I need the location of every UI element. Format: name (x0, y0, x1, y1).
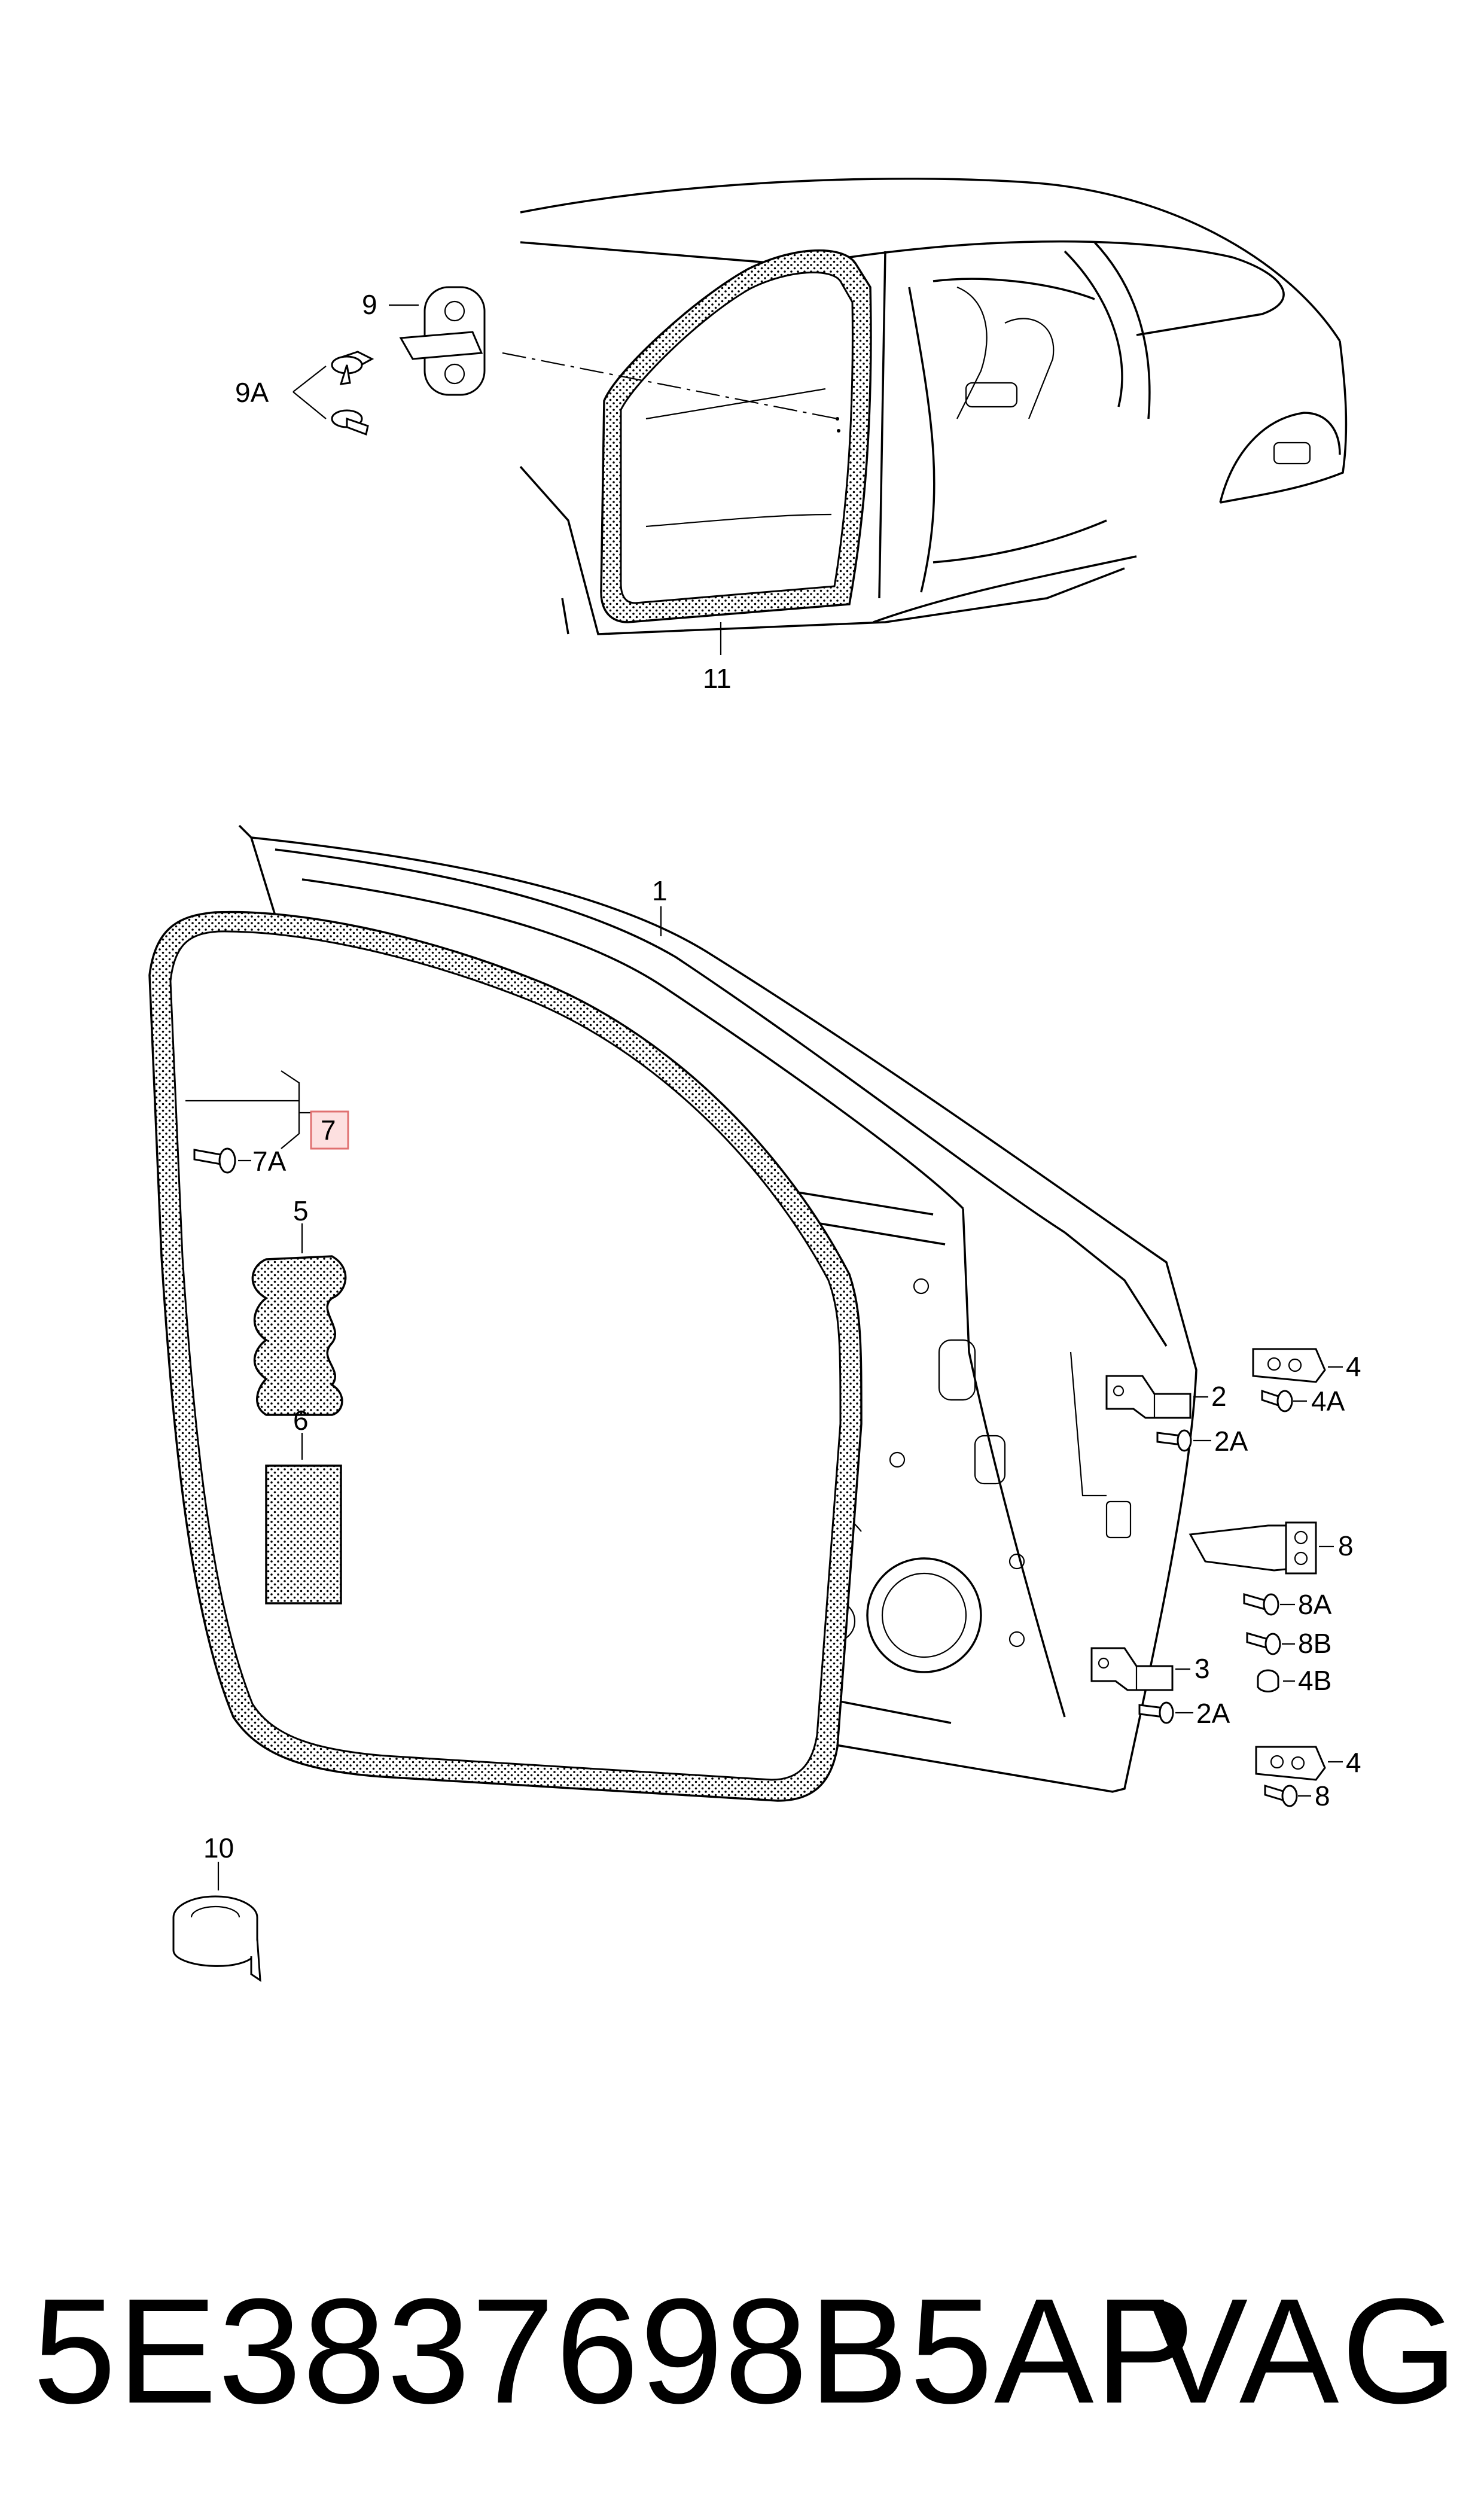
label-5: 5 (293, 1195, 309, 1226)
item-7-bracket (185, 1070, 349, 1150)
screw-7a (193, 1147, 251, 1174)
door-striker-plate (389, 286, 486, 396)
label-8b: 8B (1298, 1628, 1331, 1659)
pad-6 (265, 1433, 342, 1604)
label-8-top: 8 (1338, 1530, 1354, 1561)
label-8-bottom: 8 (1315, 1780, 1330, 1811)
door-check-strap-8 (1189, 1521, 1334, 1692)
tape-roll-10 (172, 1862, 261, 1982)
callout-labels: 1 2 2A 3 2A 4 4A 8 8A 8B 4B 4 8 5 6 7 7A… (203, 289, 1361, 1864)
label-2a-top: 2A (1214, 1426, 1248, 1457)
label-9: 9 (362, 289, 377, 320)
car-body-side-view (502, 177, 1348, 655)
label-1: 1 (652, 875, 668, 906)
label-10: 10 (203, 1832, 234, 1864)
label-7: 7 (321, 1115, 336, 1146)
label-9a: 9A (235, 377, 269, 408)
hinge-part-4-bottom (1255, 1746, 1343, 1807)
label-3: 3 (1194, 1653, 1210, 1684)
label-11: 11 (703, 663, 732, 694)
label-4-bottom: 4 (1346, 1747, 1361, 1778)
label-4b: 4B (1298, 1665, 1331, 1696)
hinge-3 (1090, 1647, 1193, 1724)
label-8a: 8A (1298, 1589, 1332, 1620)
hinge-2 (1105, 1375, 1211, 1452)
label-4a: 4A (1311, 1386, 1345, 1417)
highlighted-label-7-box (310, 1110, 349, 1150)
label-7a: 7A (252, 1146, 287, 1177)
brand-name: VAG (1148, 2267, 1460, 2434)
label-2a-bottom: 2A (1196, 1698, 1230, 1729)
part-number: 5E3837698B5AP (33, 2267, 1196, 2434)
part-number-caption: 5E3837698B5AP VAG (0, 2261, 1484, 2441)
striker-bolts (292, 351, 374, 436)
hinge-part-4-top (1252, 1348, 1343, 1412)
label-6: 6 (293, 1405, 309, 1436)
label-4-top: 4 (1346, 1351, 1361, 1382)
label-2: 2 (1211, 1381, 1227, 1412)
foam-pad-5 (251, 1223, 347, 1416)
